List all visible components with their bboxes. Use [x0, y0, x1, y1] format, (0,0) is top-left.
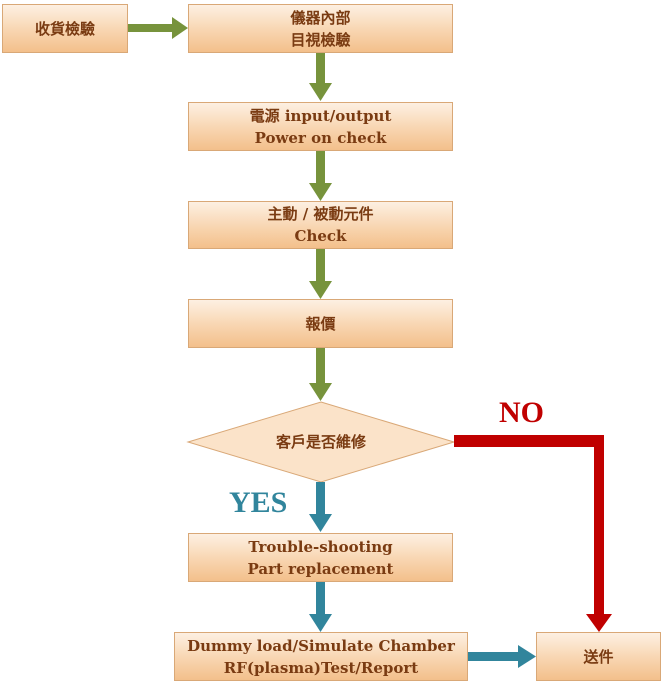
repair-line2: Part replacement — [247, 559, 394, 578]
arrow-power-to-component — [309, 151, 332, 201]
arrow-quote-to-decision — [309, 348, 332, 401]
yes-label: YES — [229, 486, 288, 519]
component-check-box: 主動 / 被動元件 Check — [188, 201, 453, 249]
arrow-decision-to-repair — [309, 482, 332, 532]
ship-box: 送件 — [536, 632, 661, 681]
ship-label: 送件 — [583, 647, 614, 666]
visual-inspection-line2: 目視檢驗 — [290, 30, 351, 49]
receive-inspection-label: 收貨檢驗 — [34, 19, 95, 38]
arrow-receive-to-visual — [128, 17, 188, 39]
test-report-line2: RF(plasma)Test/Report — [223, 658, 419, 677]
power-check-line1: 電源 input/output — [249, 106, 392, 125]
component-check-line1: 主動 / 被動元件 — [267, 205, 374, 223]
arrow-visual-to-power — [309, 53, 332, 101]
quote-label: 報價 — [305, 314, 336, 333]
arrow-test-to-ship — [468, 645, 536, 668]
arrow-repair-to-test — [309, 582, 332, 632]
repair-line1: Trouble-shooting — [248, 537, 393, 556]
receive-inspection-box: 收貨檢驗 — [2, 4, 128, 53]
quote-box: 報價 — [188, 299, 453, 348]
visual-inspection-box: 儀器內部 目視檢驗 — [188, 4, 453, 53]
no-label: NO — [499, 396, 544, 429]
power-check-line2: Power on check — [254, 128, 387, 147]
decision-label: 客戶是否維修 — [275, 433, 366, 451]
test-report-line1: Dummy load/Simulate Chamber — [187, 636, 455, 655]
arrow-component-to-quote — [309, 249, 332, 299]
component-check-line2: Check — [294, 227, 347, 245]
repair-box: Trouble-shooting Part replacement — [188, 533, 453, 582]
visual-inspection-line1: 儀器內部 — [290, 8, 351, 27]
power-check-box: 電源 input/output Power on check — [188, 102, 453, 151]
arrow-decision-to-ship — [454, 435, 612, 632]
test-report-box: Dummy load/Simulate Chamber RF(plasma)Te… — [174, 632, 468, 681]
